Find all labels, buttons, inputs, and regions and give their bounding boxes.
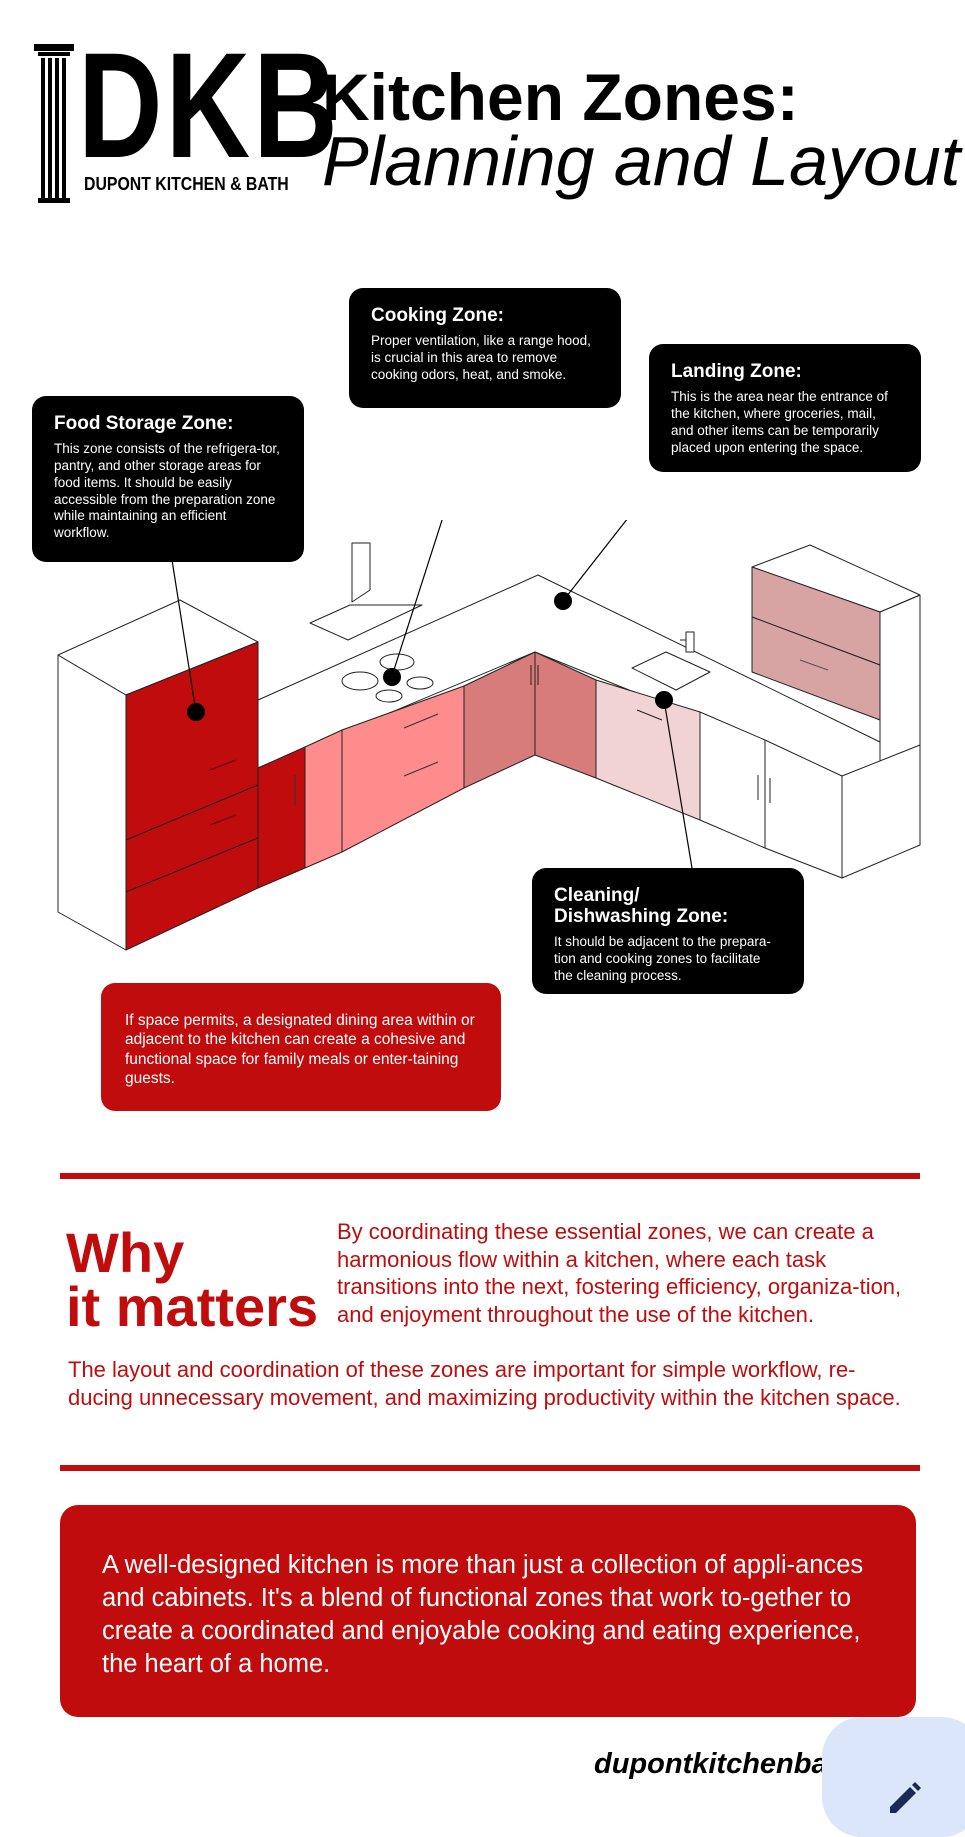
edit-fab-button[interactable] [822,1717,965,1837]
divider-top [60,1173,920,1179]
storage-zone-text: This zone consists of the refrigera-tor,… [54,440,280,541]
storage-marker [187,703,205,721]
logo-subtitle: DUPONT KITCHEN & BATH [84,174,289,194]
landing-zone-callout: Landing Zone: This is the area near the … [649,344,921,472]
cooking-zone-text: Proper ventilation, like a range hood, i… [371,332,591,382]
storage-zone-callout: Food Storage Zone: This zone consists of… [32,396,304,562]
why-paragraph-1: By coordinating these essential zones, w… [337,1219,902,1328]
page-title: Kitchen Zones: [322,60,799,134]
column-logo-icon [34,44,74,203]
landing-zone-text: This is the area near the entrance of th… [671,388,888,455]
storage-zone-title: Food Storage Zone: [54,413,234,434]
why-paragraph-2: The layout and coordination of these zon… [68,1357,901,1410]
cleaning-marker [655,691,673,709]
pencil-icon [890,1782,921,1813]
website-link[interactable]: dupontkitchenba [594,1748,828,1780]
landing-marker [554,592,572,610]
dining-note: If space permits, a designated dining ar… [101,983,501,1111]
cooking-zone-title: Cooking Zone: [371,305,504,326]
brand-logo: DKB DUPONT KITCHEN & BATH [34,30,338,209]
cleaning-zone-callout: Cleaning/ Dishwashing Zone: It should be… [532,868,804,994]
page-subtitle: Planning and Layout [322,122,961,200]
kitchen-illustration [57,520,921,951]
cleaning-zone-title: Cleaning/ Dishwashing Zone: [554,885,729,927]
cooking-marker [383,668,401,686]
cooking-zone-callout: Cooking Zone: Proper ventilation, like a… [349,288,621,408]
why-heading: Why it matters [66,1221,319,1338]
cleaning-zone-text: It should be adjacent to the prepara-tio… [554,933,771,983]
divider-bottom [60,1465,920,1471]
landing-zone-title: Landing Zone: [671,361,802,382]
logo-letters: DKB [78,21,341,189]
closing-statement: A well-designed kitchen is more than jus… [60,1505,916,1717]
